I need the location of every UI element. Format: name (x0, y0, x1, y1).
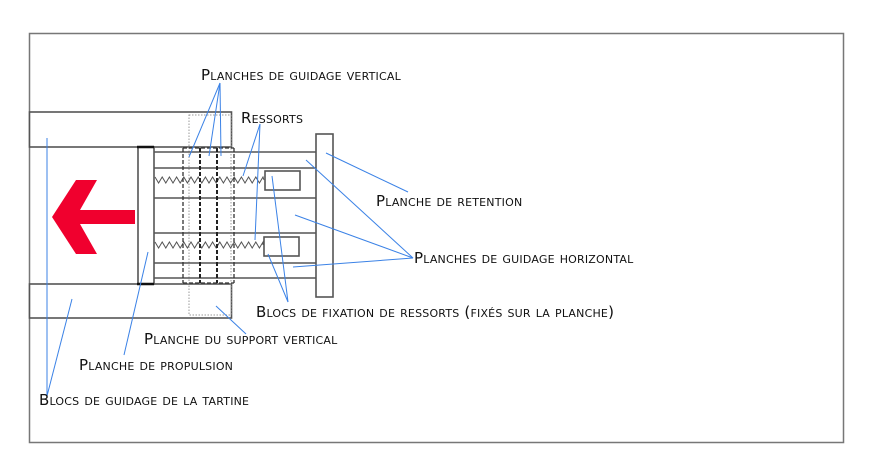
vertical-guide-planks (182, 147, 235, 284)
leader-lines (46, 82, 414, 397)
horizontal-guide-planks (154, 151, 316, 279)
retention-plank (315, 133, 334, 298)
label-vertical-support-plank: Planche du support vertical (144, 330, 338, 348)
toast-guide-block-top (28, 111, 233, 148)
label-vertical-guide-planks: Planches de guidage vertical (201, 66, 402, 84)
vertical-support-plank (188, 114, 232, 316)
arrow-left-icon (52, 180, 135, 254)
spring-top (154, 175, 265, 184)
label-retention-plank: Planche de retention (376, 192, 522, 210)
diagram-frame (28, 32, 845, 444)
label-springs: Ressorts (241, 109, 303, 127)
label-horizontal-guide-planks: Planches de guidage horizontal (414, 249, 634, 267)
label-propulsion-plank: Planche de propulsion (79, 356, 233, 374)
spring-fixing-block-top (264, 170, 301, 191)
label-toast-guide-blocks: Blocs de guidage de la tartine (39, 391, 249, 409)
toast-guide-block-bottom (28, 283, 233, 319)
spring-fixing-block-bottom (263, 236, 300, 257)
spring-bottom (154, 240, 264, 249)
propulsion-plank (137, 146, 155, 285)
label-spring-fixing-blocks: Blocs de fixation de ressorts (fixés sur… (256, 303, 614, 321)
